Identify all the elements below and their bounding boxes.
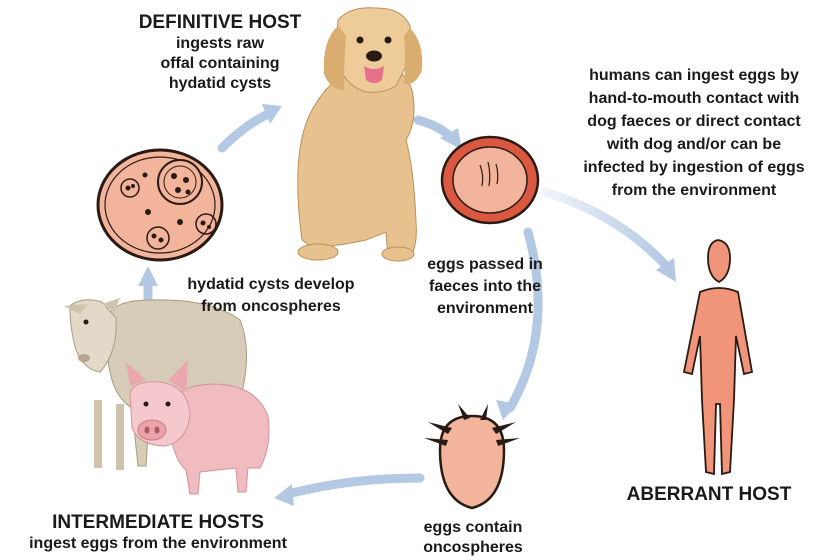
cysts-line-1: hydatid cysts develop	[158, 274, 384, 296]
human-silhouette-icon	[684, 240, 752, 474]
arrowhead-sheep	[274, 484, 294, 506]
definitive-host-title: DEFINITIVE HOST	[100, 12, 340, 34]
eggs-contain-label: eggs contain oncospheres	[390, 518, 556, 558]
human-note-line-4: with dog and/or can be	[560, 133, 828, 156]
eggs-passed-line-3: environment	[400, 298, 570, 320]
definitive-host-line-1: ingests raw	[100, 34, 340, 54]
eggs-contain-line-2: oncospheres	[390, 538, 556, 558]
arrow-cyst-to-dog	[222, 114, 268, 148]
human-note-line-1: humans can ingest eggs by	[560, 64, 828, 87]
intermediate-hosts-title: INTERMEDIATE HOSTS	[0, 512, 316, 534]
human-note-line-6: from the environment	[560, 179, 828, 202]
cysts-develop-label: hydatid cysts develop from oncospheres	[158, 274, 384, 318]
human-transmission-note: humans can ingest eggs by hand-to-mouth …	[560, 64, 828, 202]
definitive-host-line-3: hydatid cysts	[100, 74, 340, 94]
eggs-passed-line-1: eggs passed in	[400, 254, 570, 276]
intermediate-hosts-subtitle: ingest eggs from the environment	[0, 534, 316, 554]
eggs-passed-label: eggs passed in faeces into the environme…	[400, 254, 570, 320]
human-note-line-3: dog faeces or direct contact	[560, 110, 828, 133]
egg-icon	[442, 137, 538, 223]
cyst-icon	[98, 150, 222, 260]
definitive-host-line-2: offal containing	[100, 54, 340, 74]
human-note-line-5: infected by ingestion of eggs	[560, 156, 828, 179]
cysts-line-2: from oncospheres	[158, 296, 384, 318]
intermediate-hosts-label: INTERMEDIATE HOSTS ingest eggs from the …	[0, 512, 316, 554]
eggs-contain-line-1: eggs contain	[390, 518, 556, 538]
aberrant-host-title: ABERRANT HOST	[596, 484, 822, 506]
oncosphere-icon	[424, 404, 520, 508]
eggs-passed-line-2: faeces into the	[400, 276, 570, 298]
definitive-host-label: DEFINITIVE HOST ingests raw offal contai…	[100, 12, 340, 94]
human-note-line-2: hand-to-mouth contact with	[560, 87, 828, 110]
arrow-oncosphere-to-sheep	[288, 478, 420, 494]
arrowhead-cyst	[138, 266, 158, 286]
